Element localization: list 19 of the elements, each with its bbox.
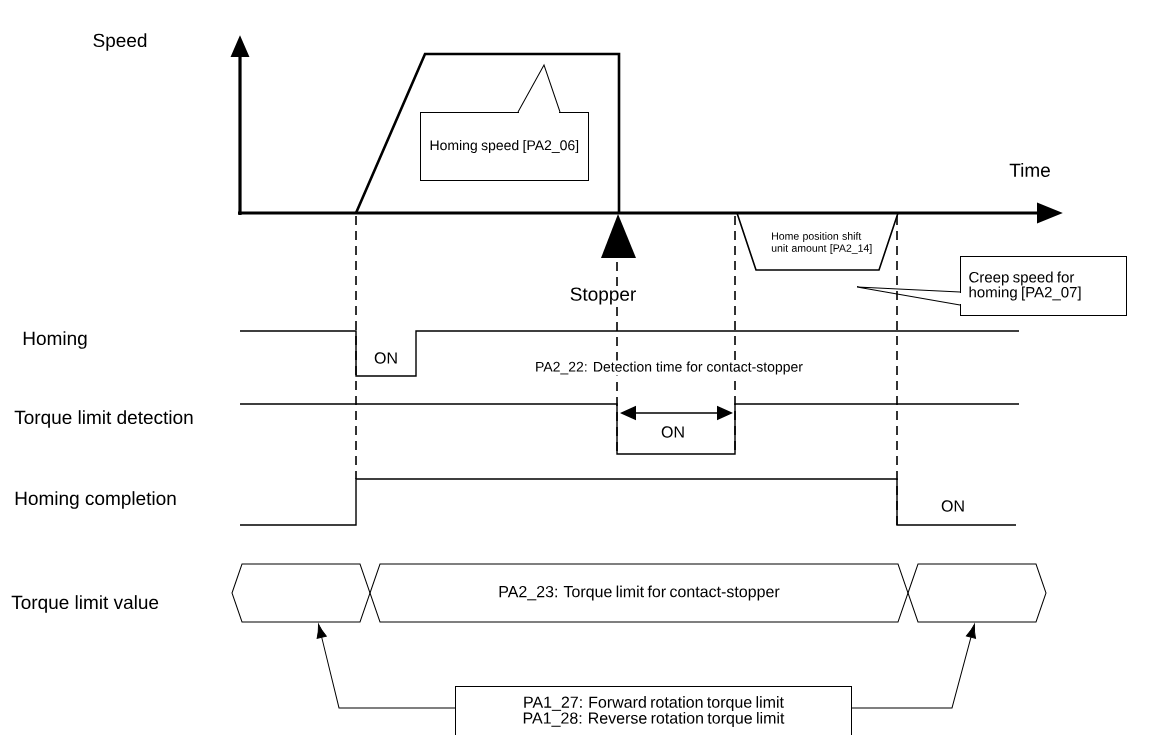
label-text: ON bbox=[660, 425, 686, 439]
label-text: Homing completion bbox=[13, 490, 178, 510]
label-text: ON bbox=[373, 351, 399, 365]
hexagon-box bbox=[231, 563, 371, 623]
text-box: PA1_27: Forward rotation torque limit PA1_28: Reverse rotation torque limit bbox=[455, 686, 852, 735]
label-text: Stopper bbox=[568, 286, 638, 306]
label-text: ON bbox=[940, 499, 966, 513]
callout-box: Creep speed for homing [PA2_07] bbox=[856, 256, 1127, 316]
arrow bbox=[316, 623, 456, 709]
label-text: Speed bbox=[91, 32, 149, 52]
label-text: Homing bbox=[21, 330, 89, 350]
hexagon-box bbox=[907, 563, 1047, 623]
callout-box: Homing speed [PA2_06] bbox=[420, 64, 589, 181]
label-text: Torque limit detection bbox=[13, 409, 195, 429]
label-text: Home position shift unit amount [PA2_14] bbox=[771, 232, 872, 254]
label-text: Time bbox=[1008, 162, 1052, 178]
label-text: PA2_22: Detection time for contact-stopper bbox=[534, 360, 804, 376]
arrow bbox=[851, 623, 976, 709]
label-text: Torque limit value bbox=[10, 594, 161, 614]
